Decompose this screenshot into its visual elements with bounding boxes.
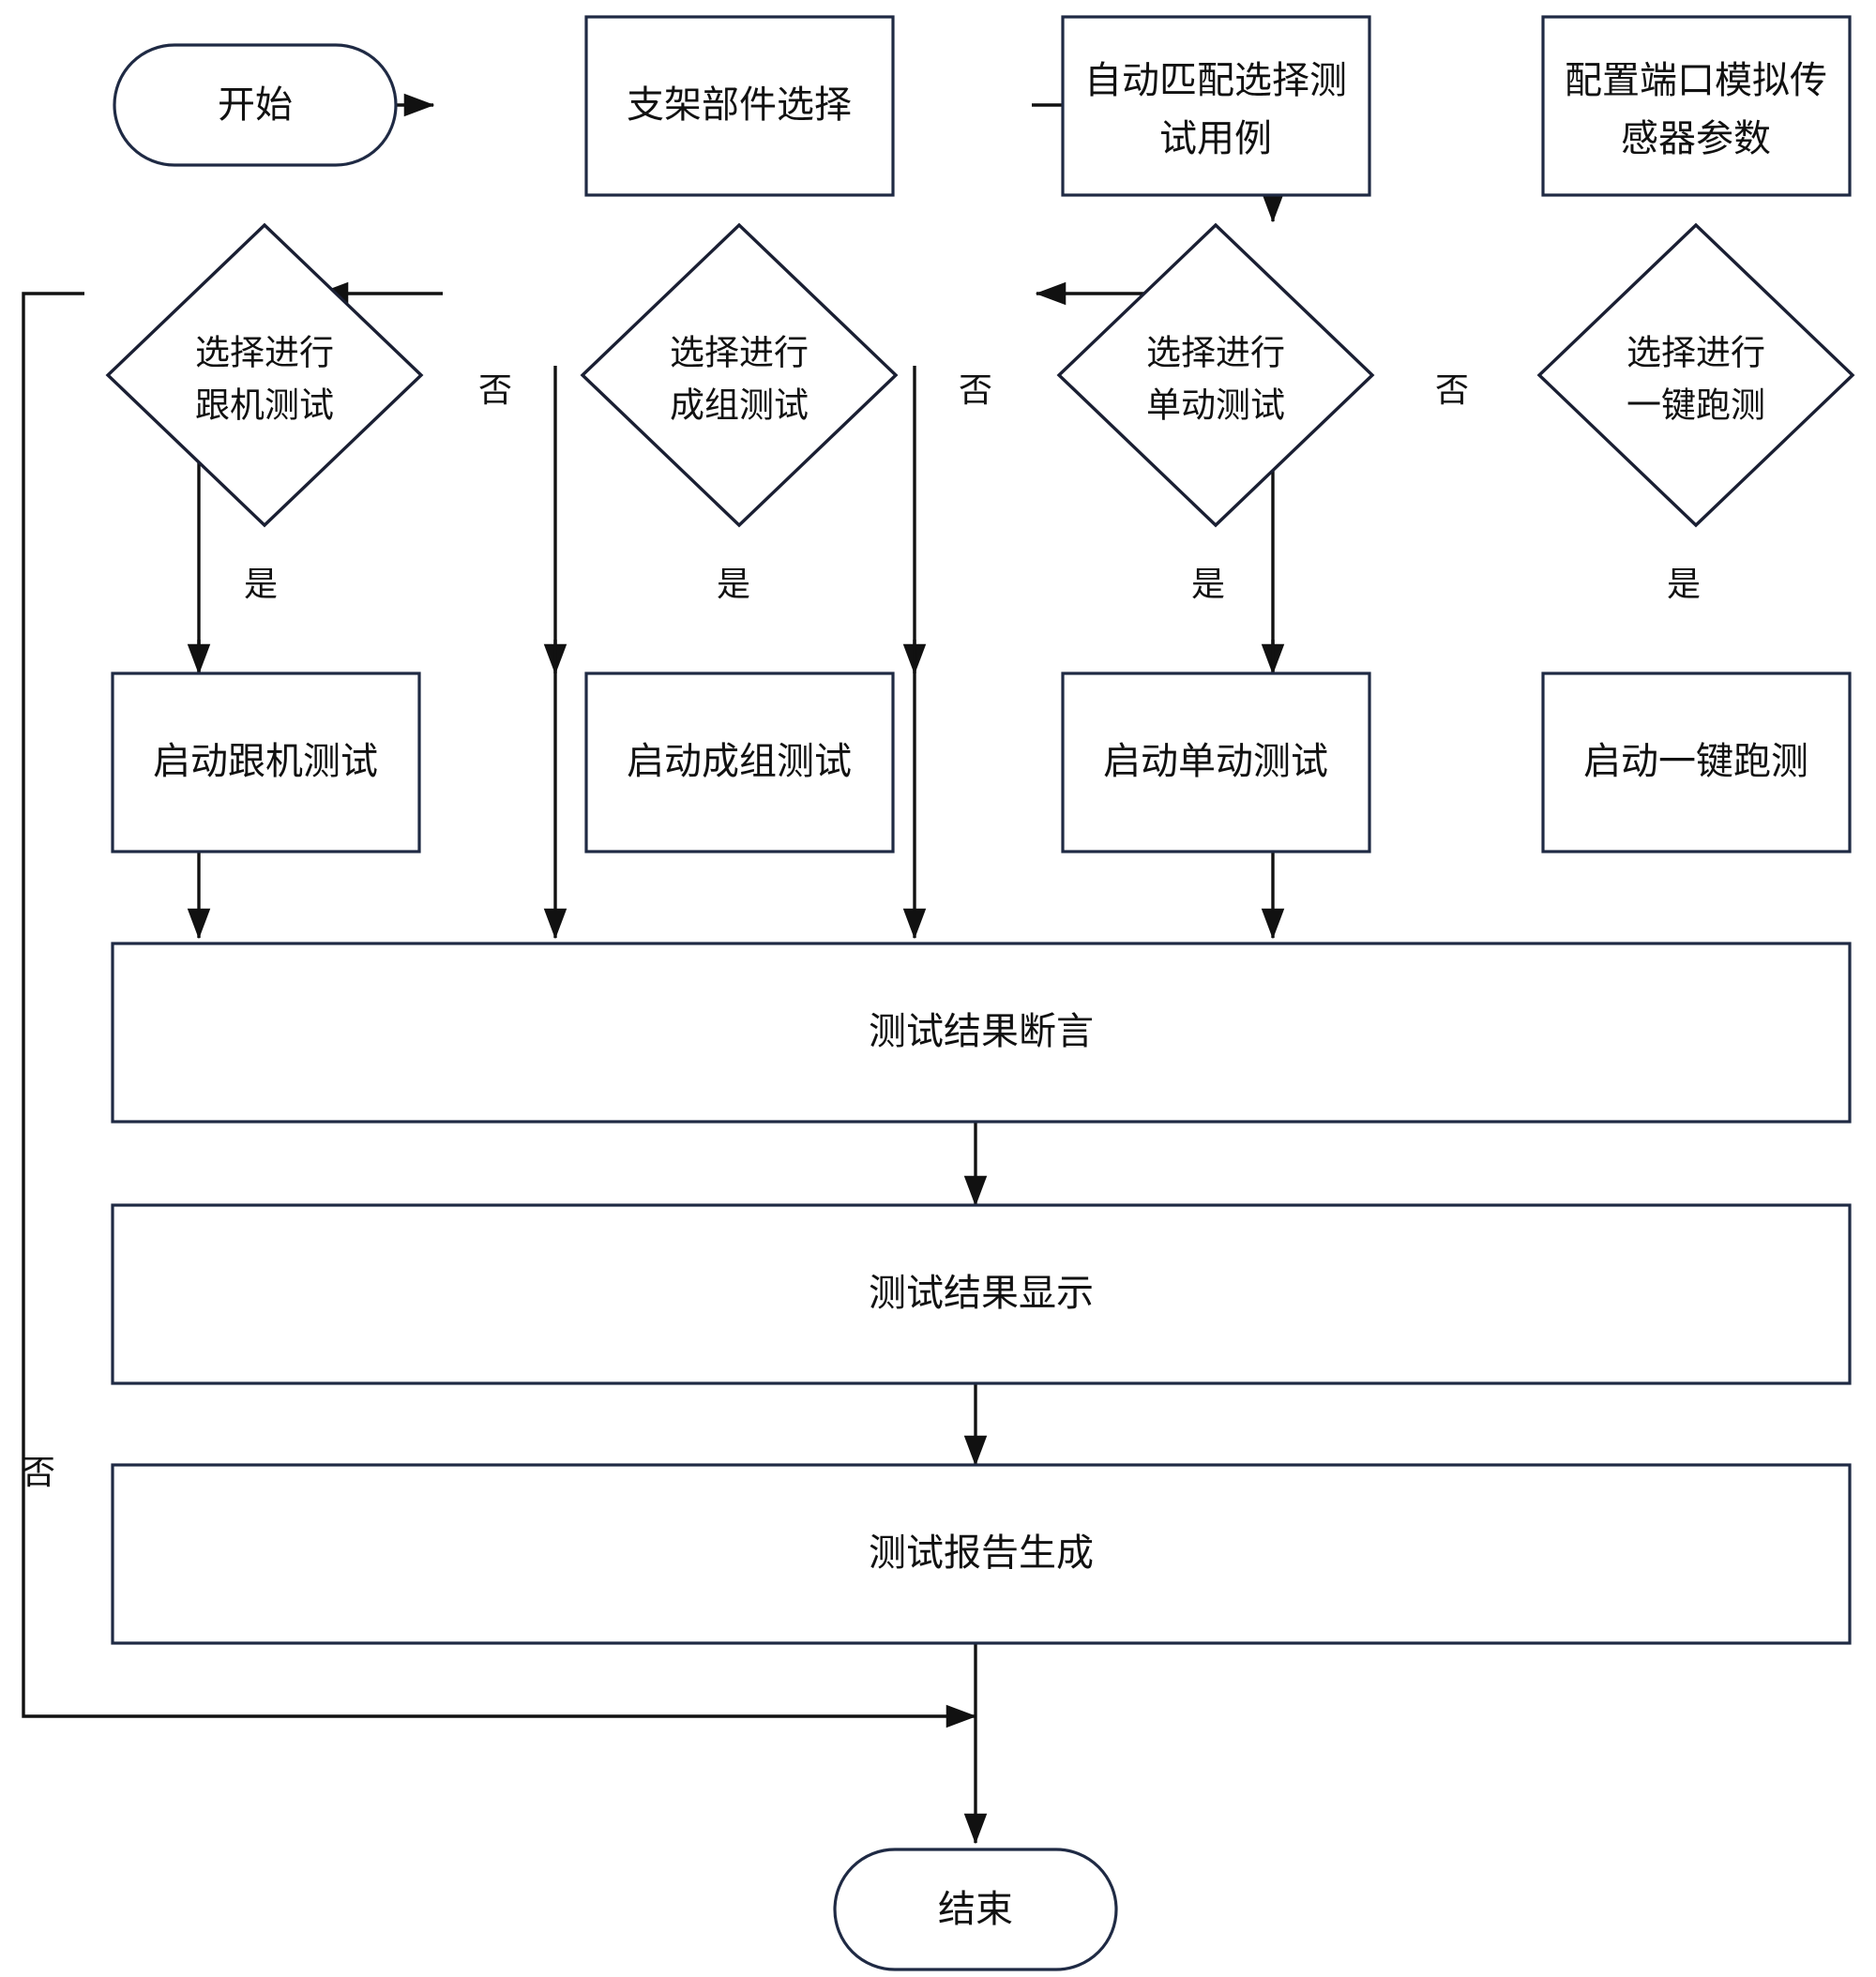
node-start-label: 开始 <box>218 83 293 127</box>
edge-label-layer: 否 否 否 否 是 是 是 是 <box>22 371 1701 1492</box>
node-decision-follow[interactable]: 选择进行 跟机测试 <box>105 222 424 528</box>
node-display-result-label: 测试结果显示 <box>869 1272 1094 1315</box>
node-run-onekey[interactable]: 启动一键跑测 <box>1541 672 1852 853</box>
node-decision-follow-label-line2: 跟机测试 <box>195 385 334 426</box>
node-run-single[interactable]: 启动单动测试 <box>1061 672 1371 853</box>
node-run-follow-label: 启动跟机测试 <box>153 740 378 783</box>
node-auto-match[interactable]: 自动匹配选择测 试用例 <box>1061 15 1371 197</box>
node-start[interactable]: 开始 <box>113 43 398 167</box>
node-decision-group[interactable]: 选择进行 成组测试 <box>580 222 899 528</box>
node-decision-single[interactable]: 选择进行 单动测试 <box>1056 222 1375 528</box>
node-config-port-label-line2: 感器参数 <box>1621 117 1771 160</box>
node-bracket-select-label: 支架部件选择 <box>627 83 852 127</box>
node-decision-group-label-line2: 成组测试 <box>670 385 809 426</box>
node-run-follow[interactable]: 启动跟机测试 <box>111 672 421 853</box>
node-config-port-label-line1: 配置端口模拟传 <box>1565 59 1827 102</box>
node-display-result[interactable]: 测试结果显示 <box>111 1203 1852 1385</box>
edge-label-no-follow: 否 <box>22 1454 55 1492</box>
node-bracket-select[interactable]: 支架部件选择 <box>584 15 895 197</box>
node-decision-follow-label-line1: 选择进行 <box>195 333 334 373</box>
edge-label-yes-single: 是 <box>1191 566 1225 604</box>
node-decision-group-label-line1: 选择进行 <box>670 333 809 373</box>
node-end-label: 结束 <box>938 1888 1013 1931</box>
node-generate-report[interactable]: 测试报告生成 <box>111 1463 1852 1645</box>
node-decision-single-label-line1: 选择进行 <box>1146 333 1285 373</box>
node-auto-match-label-line2: 试用例 <box>1159 117 1272 160</box>
edge-label-no-onekey: 否 <box>1435 371 1469 410</box>
node-run-group-label: 启动成组测试 <box>627 740 852 783</box>
edge-label-yes-follow: 是 <box>244 566 278 604</box>
node-run-onekey-label: 启动一键跑测 <box>1583 740 1808 783</box>
edge-label-no-group: 否 <box>478 371 512 410</box>
node-assert-result[interactable]: 测试结果断言 <box>111 942 1852 1124</box>
node-run-group[interactable]: 启动成组测试 <box>584 672 895 853</box>
node-auto-match-label-line1: 自动匹配选择测 <box>1084 59 1347 102</box>
edge-label-yes-group: 是 <box>717 566 750 604</box>
node-generate-report-label: 测试报告生成 <box>869 1532 1094 1575</box>
node-decision-onekey-label-line2: 一键跑测 <box>1626 385 1765 426</box>
node-decision-onekey[interactable]: 选择进行 一键跑测 <box>1536 222 1855 528</box>
node-config-port[interactable]: 配置端口模拟传 感器参数 <box>1541 15 1852 197</box>
edge-follow-no-to-end-rail <box>22 292 977 1728</box>
node-assert-result-label: 测试结果断言 <box>869 1010 1094 1053</box>
edge-label-no-single: 否 <box>959 371 992 410</box>
edge-label-yes-onekey: 是 <box>1667 566 1701 604</box>
node-run-single-label: 启动单动测试 <box>1103 740 1328 783</box>
node-decision-onekey-label-line1: 选择进行 <box>1626 333 1765 373</box>
node-decision-single-label-line2: 单动测试 <box>1146 385 1285 426</box>
node-end[interactable]: 结束 <box>833 1848 1118 1971</box>
node-layer: 开始 支架部件选择 自动匹配选择测 试用例 配置端口模拟传 感器参数 <box>105 15 1855 1971</box>
